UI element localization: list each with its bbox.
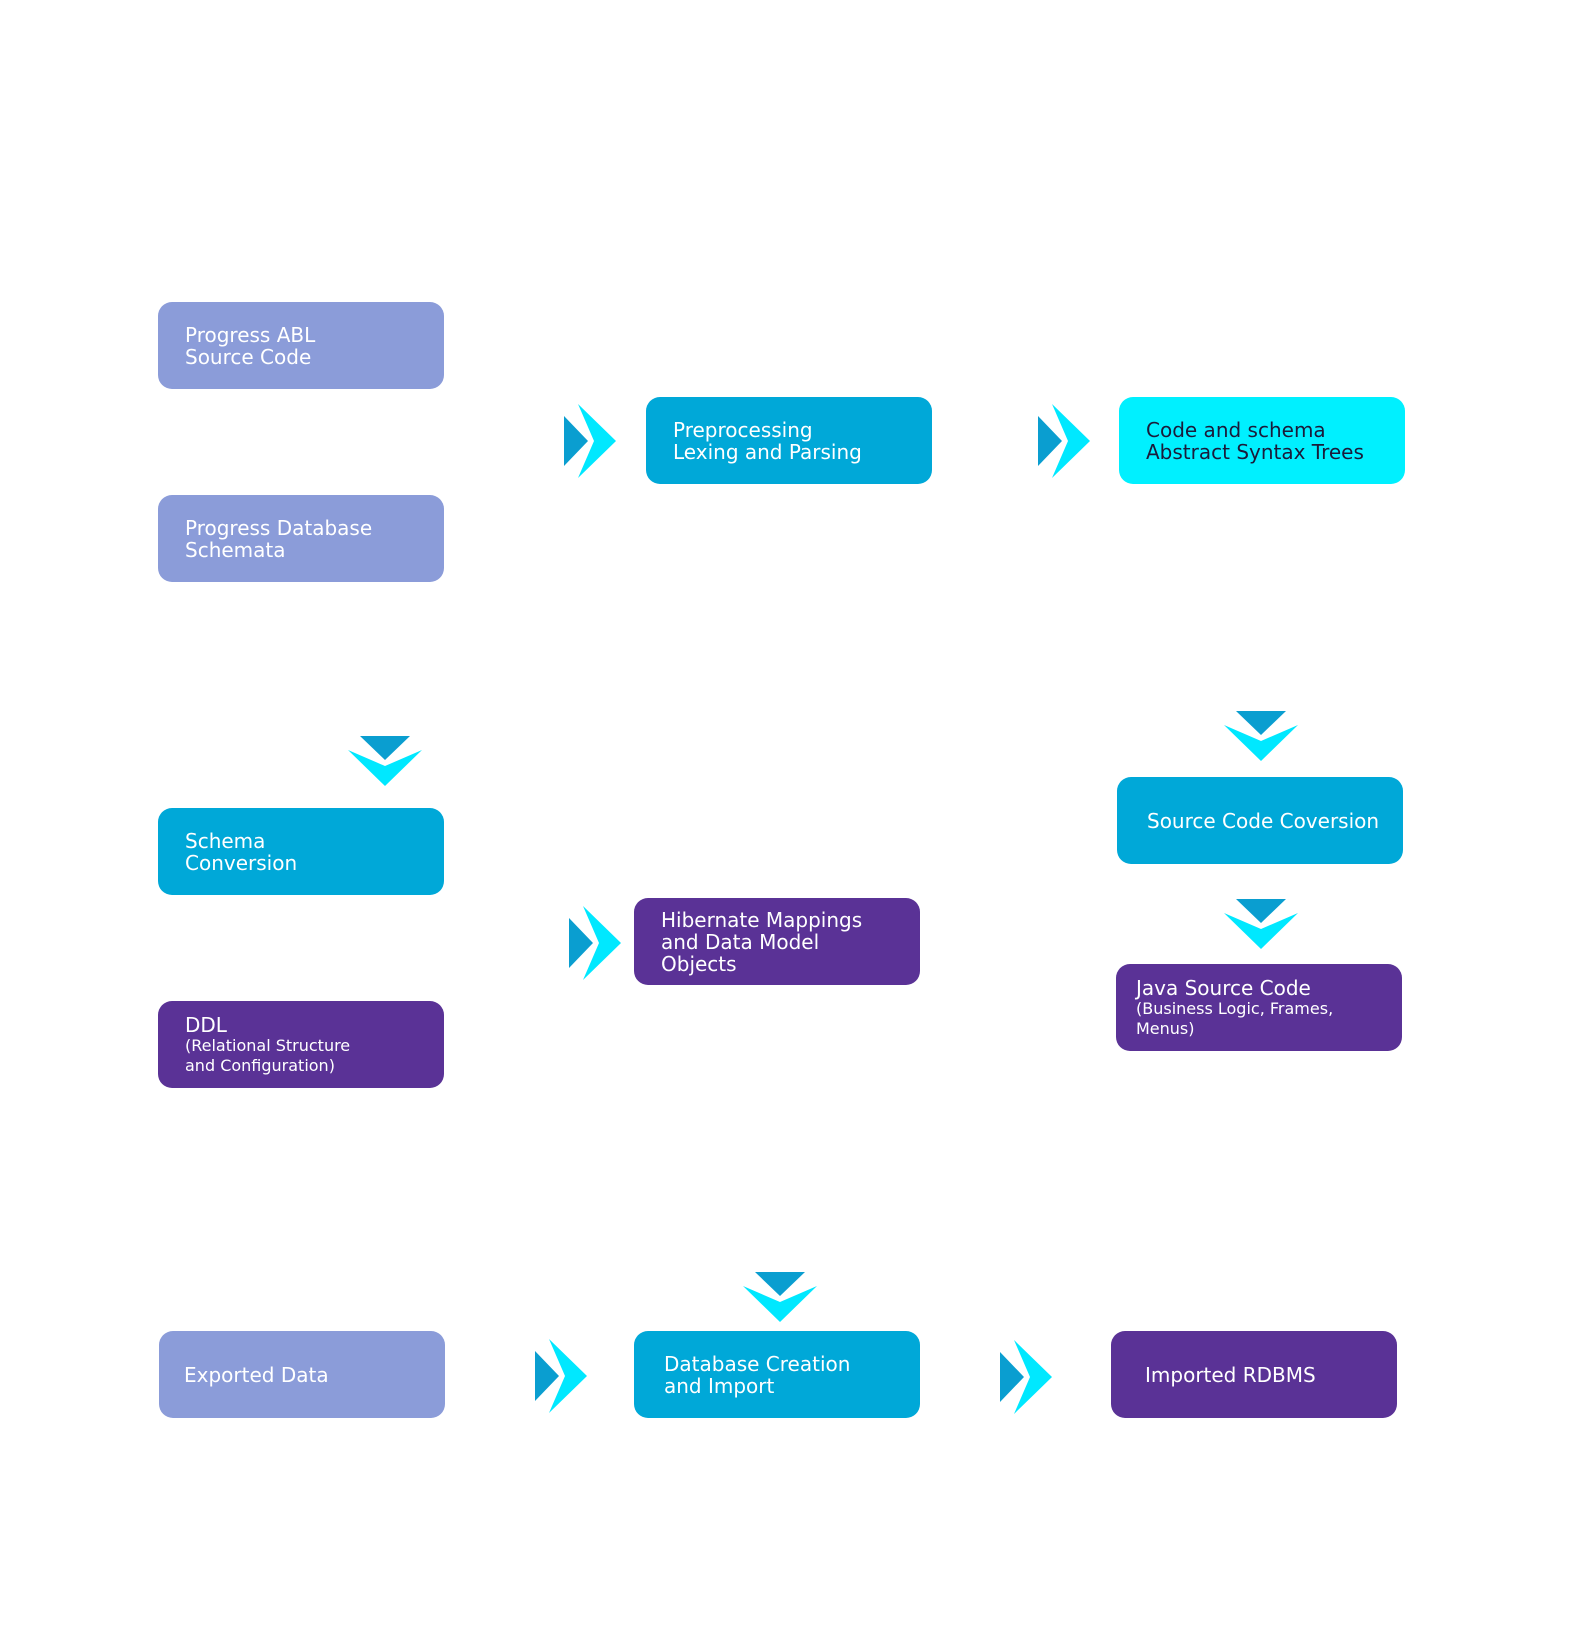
node-label: Lexing and Parsing bbox=[673, 439, 862, 464]
node-label: DDL bbox=[185, 1013, 227, 1038]
node-db-creation: Database Creation and Import bbox=[634, 1331, 920, 1418]
node-sublabel: and Configuration) bbox=[185, 1055, 335, 1075]
node-label: Code and schema bbox=[1146, 417, 1326, 442]
node-label: Schemata bbox=[185, 537, 286, 562]
node-label: Source Code Coversion bbox=[1147, 808, 1380, 833]
node-label: Conversion bbox=[185, 850, 298, 875]
right-chevron-icon bbox=[1038, 404, 1090, 478]
node-java-source: Java Source Code (Business Logic, Frames… bbox=[1116, 964, 1402, 1051]
node-label: Abstract Syntax Trees bbox=[1146, 439, 1364, 464]
down-chevron-icon bbox=[1224, 711, 1298, 761]
node-source-conversion: Source Code Coversion bbox=[1117, 777, 1403, 864]
node-label: and Import bbox=[664, 1373, 775, 1398]
node-label: Schema bbox=[185, 828, 266, 853]
right-chevron-icon bbox=[564, 404, 616, 478]
node-label: Hibernate Mappings bbox=[661, 907, 863, 932]
node-label: Imported RDBMS bbox=[1145, 1362, 1316, 1387]
node-label: Database Creation bbox=[664, 1351, 851, 1376]
node-ast: Code and schema Abstract Syntax Trees bbox=[1119, 397, 1405, 484]
node-label: Preprocessing bbox=[673, 417, 813, 442]
down-chevron-icon bbox=[1224, 899, 1298, 949]
node-abl-source: Progress ABL Source Code bbox=[158, 302, 444, 389]
down-chevron-icon bbox=[743, 1272, 817, 1322]
right-chevron-icon bbox=[1000, 1340, 1052, 1414]
node-label: Progress ABL bbox=[185, 322, 316, 347]
node-sublabel: Menus) bbox=[1136, 1018, 1195, 1038]
node-ddl: DDL (Relational Structure and Configurat… bbox=[158, 1001, 444, 1088]
node-label: Progress Database bbox=[185, 515, 373, 540]
node-exported-data: Exported Data bbox=[159, 1331, 445, 1418]
node-db-schemata: Progress Database Schemata bbox=[158, 495, 444, 582]
node-label: Source Code bbox=[185, 344, 312, 369]
down-chevron-icon bbox=[348, 736, 422, 786]
node-preprocessing: Preprocessing Lexing and Parsing bbox=[646, 397, 932, 484]
node-label: Java Source Code bbox=[1136, 976, 1311, 1001]
node-hibernate: Hibernate Mappings and Data Model Object… bbox=[634, 898, 920, 985]
right-chevron-icon bbox=[535, 1339, 587, 1413]
node-label: and Data Model Objects bbox=[661, 929, 820, 976]
node-schema-conversion: Schema Conversion bbox=[158, 808, 444, 895]
node-label: Exported Data bbox=[184, 1362, 329, 1387]
node-imported-rdbms: Imported RDBMS bbox=[1111, 1331, 1397, 1418]
node-sublabel: (Relational Structure bbox=[185, 1036, 351, 1056]
node-sublabel: (Business Logic, Frames, bbox=[1136, 999, 1334, 1019]
right-chevron-icon bbox=[569, 906, 621, 980]
